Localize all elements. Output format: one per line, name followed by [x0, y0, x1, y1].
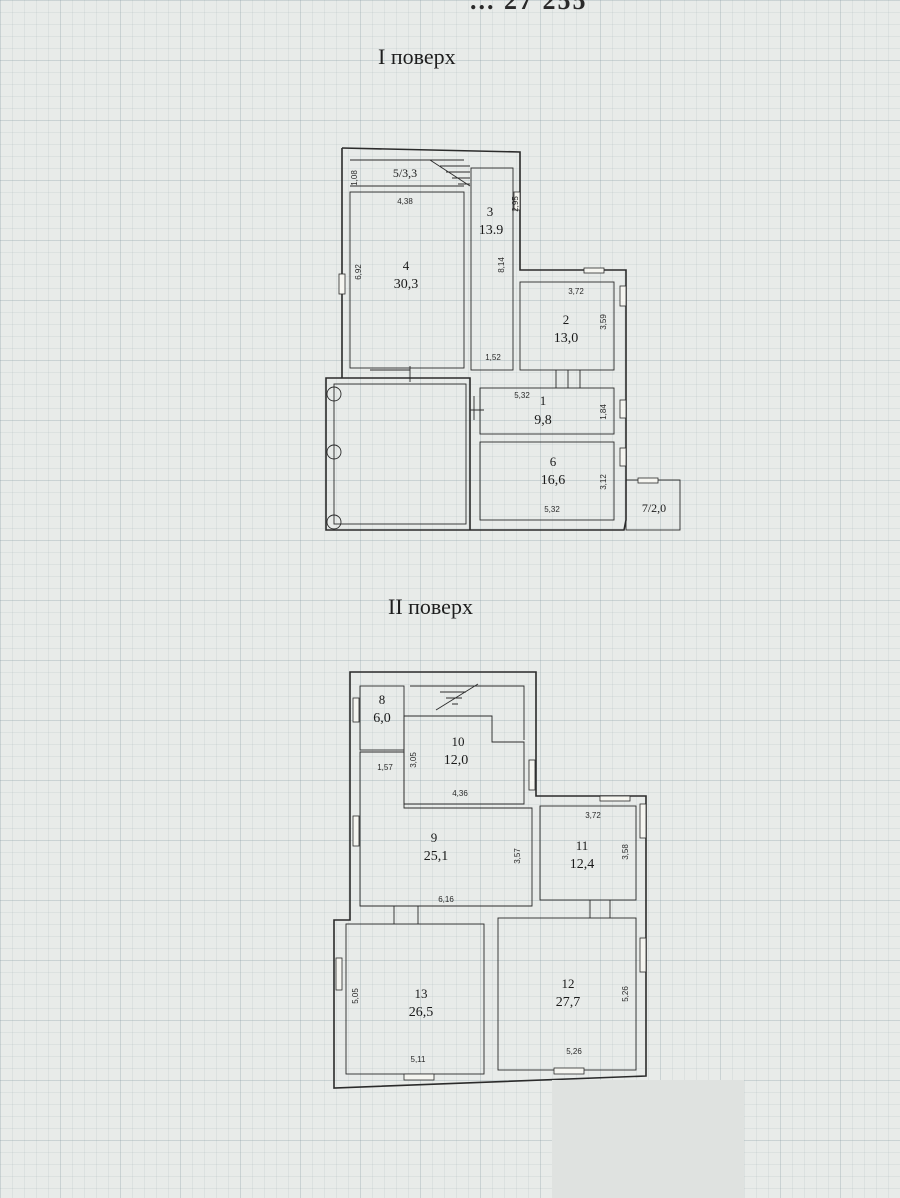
stair-label: 5/3,3	[393, 166, 417, 180]
room13-number: 13	[415, 986, 428, 1001]
dim-label: 4,38	[397, 197, 413, 206]
room12-area: 27,7	[556, 995, 581, 1010]
dim-label: 3,05	[409, 752, 418, 768]
room11-number: 11	[576, 838, 589, 853]
room2-number: 2	[563, 312, 570, 327]
floor1-plan: 5/3,3 3 13.9 4 30,3 2 13,0 1 9,8 6 16,6 …	[325, 147, 681, 531]
floor2-title: II поверх	[388, 594, 473, 619]
window-icon	[335, 957, 343, 991]
room8-area: 6,0	[373, 711, 391, 726]
dim-label: 6,92	[354, 264, 363, 280]
room11-walls	[539, 805, 637, 901]
dim-label: 5,26	[566, 1047, 582, 1056]
dim-label: 5,32	[544, 505, 560, 514]
room6-area: 16,6	[541, 473, 566, 488]
stair-corridor	[350, 159, 464, 187]
floor1-title: I поверх	[378, 44, 456, 69]
stair-icon	[435, 683, 479, 711]
door-icon	[589, 900, 611, 918]
window-icon	[528, 759, 536, 791]
room1-walls	[479, 387, 615, 435]
dim-label: 1,57	[377, 763, 393, 772]
dim-label: 3,59	[599, 314, 608, 330]
obscured-area	[552, 1080, 744, 1198]
dim-label: 5,32	[514, 391, 530, 400]
dim-label: 3,72	[568, 287, 584, 296]
room9-walls	[359, 751, 533, 907]
window-icon	[403, 1073, 435, 1081]
room8-number: 8	[379, 692, 386, 707]
room9-number: 9	[431, 830, 438, 845]
window-icon	[619, 447, 627, 467]
window-icon	[639, 803, 647, 839]
room4-number: 4	[403, 258, 410, 273]
room2-area: 13,0	[554, 331, 579, 346]
terrace-walls	[333, 383, 467, 525]
window-icon	[619, 399, 627, 419]
room9-area: 25,1	[424, 849, 449, 864]
window-icon	[599, 795, 631, 802]
dim-label: 2,95	[511, 196, 520, 212]
porch-label: 7/2,0	[642, 501, 666, 515]
stair-icon	[429, 159, 471, 187]
window-icon	[639, 937, 647, 973]
dim-label: 1,52	[485, 353, 501, 362]
window-icon	[352, 697, 360, 723]
floor1-outer-wall	[325, 147, 627, 531]
room13-area: 26,5	[409, 1005, 434, 1020]
door-icon	[393, 906, 419, 924]
window-icon	[338, 273, 346, 295]
room2-walls	[519, 281, 615, 371]
floor2-outer-wall	[333, 671, 647, 1089]
header-fragment: ... 27 255	[470, 0, 588, 15]
dim-label: 5,05	[351, 988, 360, 1004]
room3-walls	[470, 167, 514, 371]
window-icon	[637, 477, 659, 484]
dim-label: 3,12	[599, 474, 608, 490]
room6-walls	[479, 441, 615, 521]
room4-area: 30,3	[394, 277, 419, 292]
dim-label: 5,11	[411, 1055, 427, 1064]
room6-number: 6	[550, 454, 557, 469]
dim-label: 3,58	[621, 844, 630, 860]
dim-label: 4,36	[452, 789, 468, 798]
door-icon	[370, 366, 411, 382]
column-icon	[326, 386, 342, 402]
window-icon	[352, 815, 360, 847]
dim-label: 8,14	[497, 257, 506, 273]
dim-label: 1,08	[350, 170, 359, 186]
door-icon	[470, 396, 484, 420]
floor2-plan: 8 6,0 10 12,0 9 25,1 11 12,4 13 26,5 12 …	[333, 671, 647, 1089]
dim-label: 3,57	[513, 848, 522, 864]
column-icon	[326, 444, 342, 460]
window-icon	[513, 191, 521, 211]
dim-label: 3,72	[585, 811, 601, 820]
room11-area: 12,4	[570, 857, 595, 872]
room4-walls	[349, 191, 465, 369]
window-icon	[553, 1067, 585, 1075]
dim-label: 5,26	[621, 986, 630, 1002]
room12-number: 12	[562, 976, 575, 991]
room1-area: 9,8	[534, 413, 552, 428]
window-icon	[619, 285, 627, 307]
room10-number: 10	[452, 734, 465, 749]
stair-walls	[410, 685, 525, 740]
room1-number: 1	[540, 393, 547, 408]
window-icon	[583, 267, 605, 274]
column-icon	[326, 514, 342, 530]
room3-number: 3	[487, 204, 494, 219]
door-icon	[555, 370, 581, 388]
dim-label: 1,84	[599, 404, 608, 420]
dim-label: 6,16	[438, 895, 454, 904]
room10-area: 12,0	[444, 753, 469, 768]
room3-area: 13.9	[479, 223, 504, 238]
